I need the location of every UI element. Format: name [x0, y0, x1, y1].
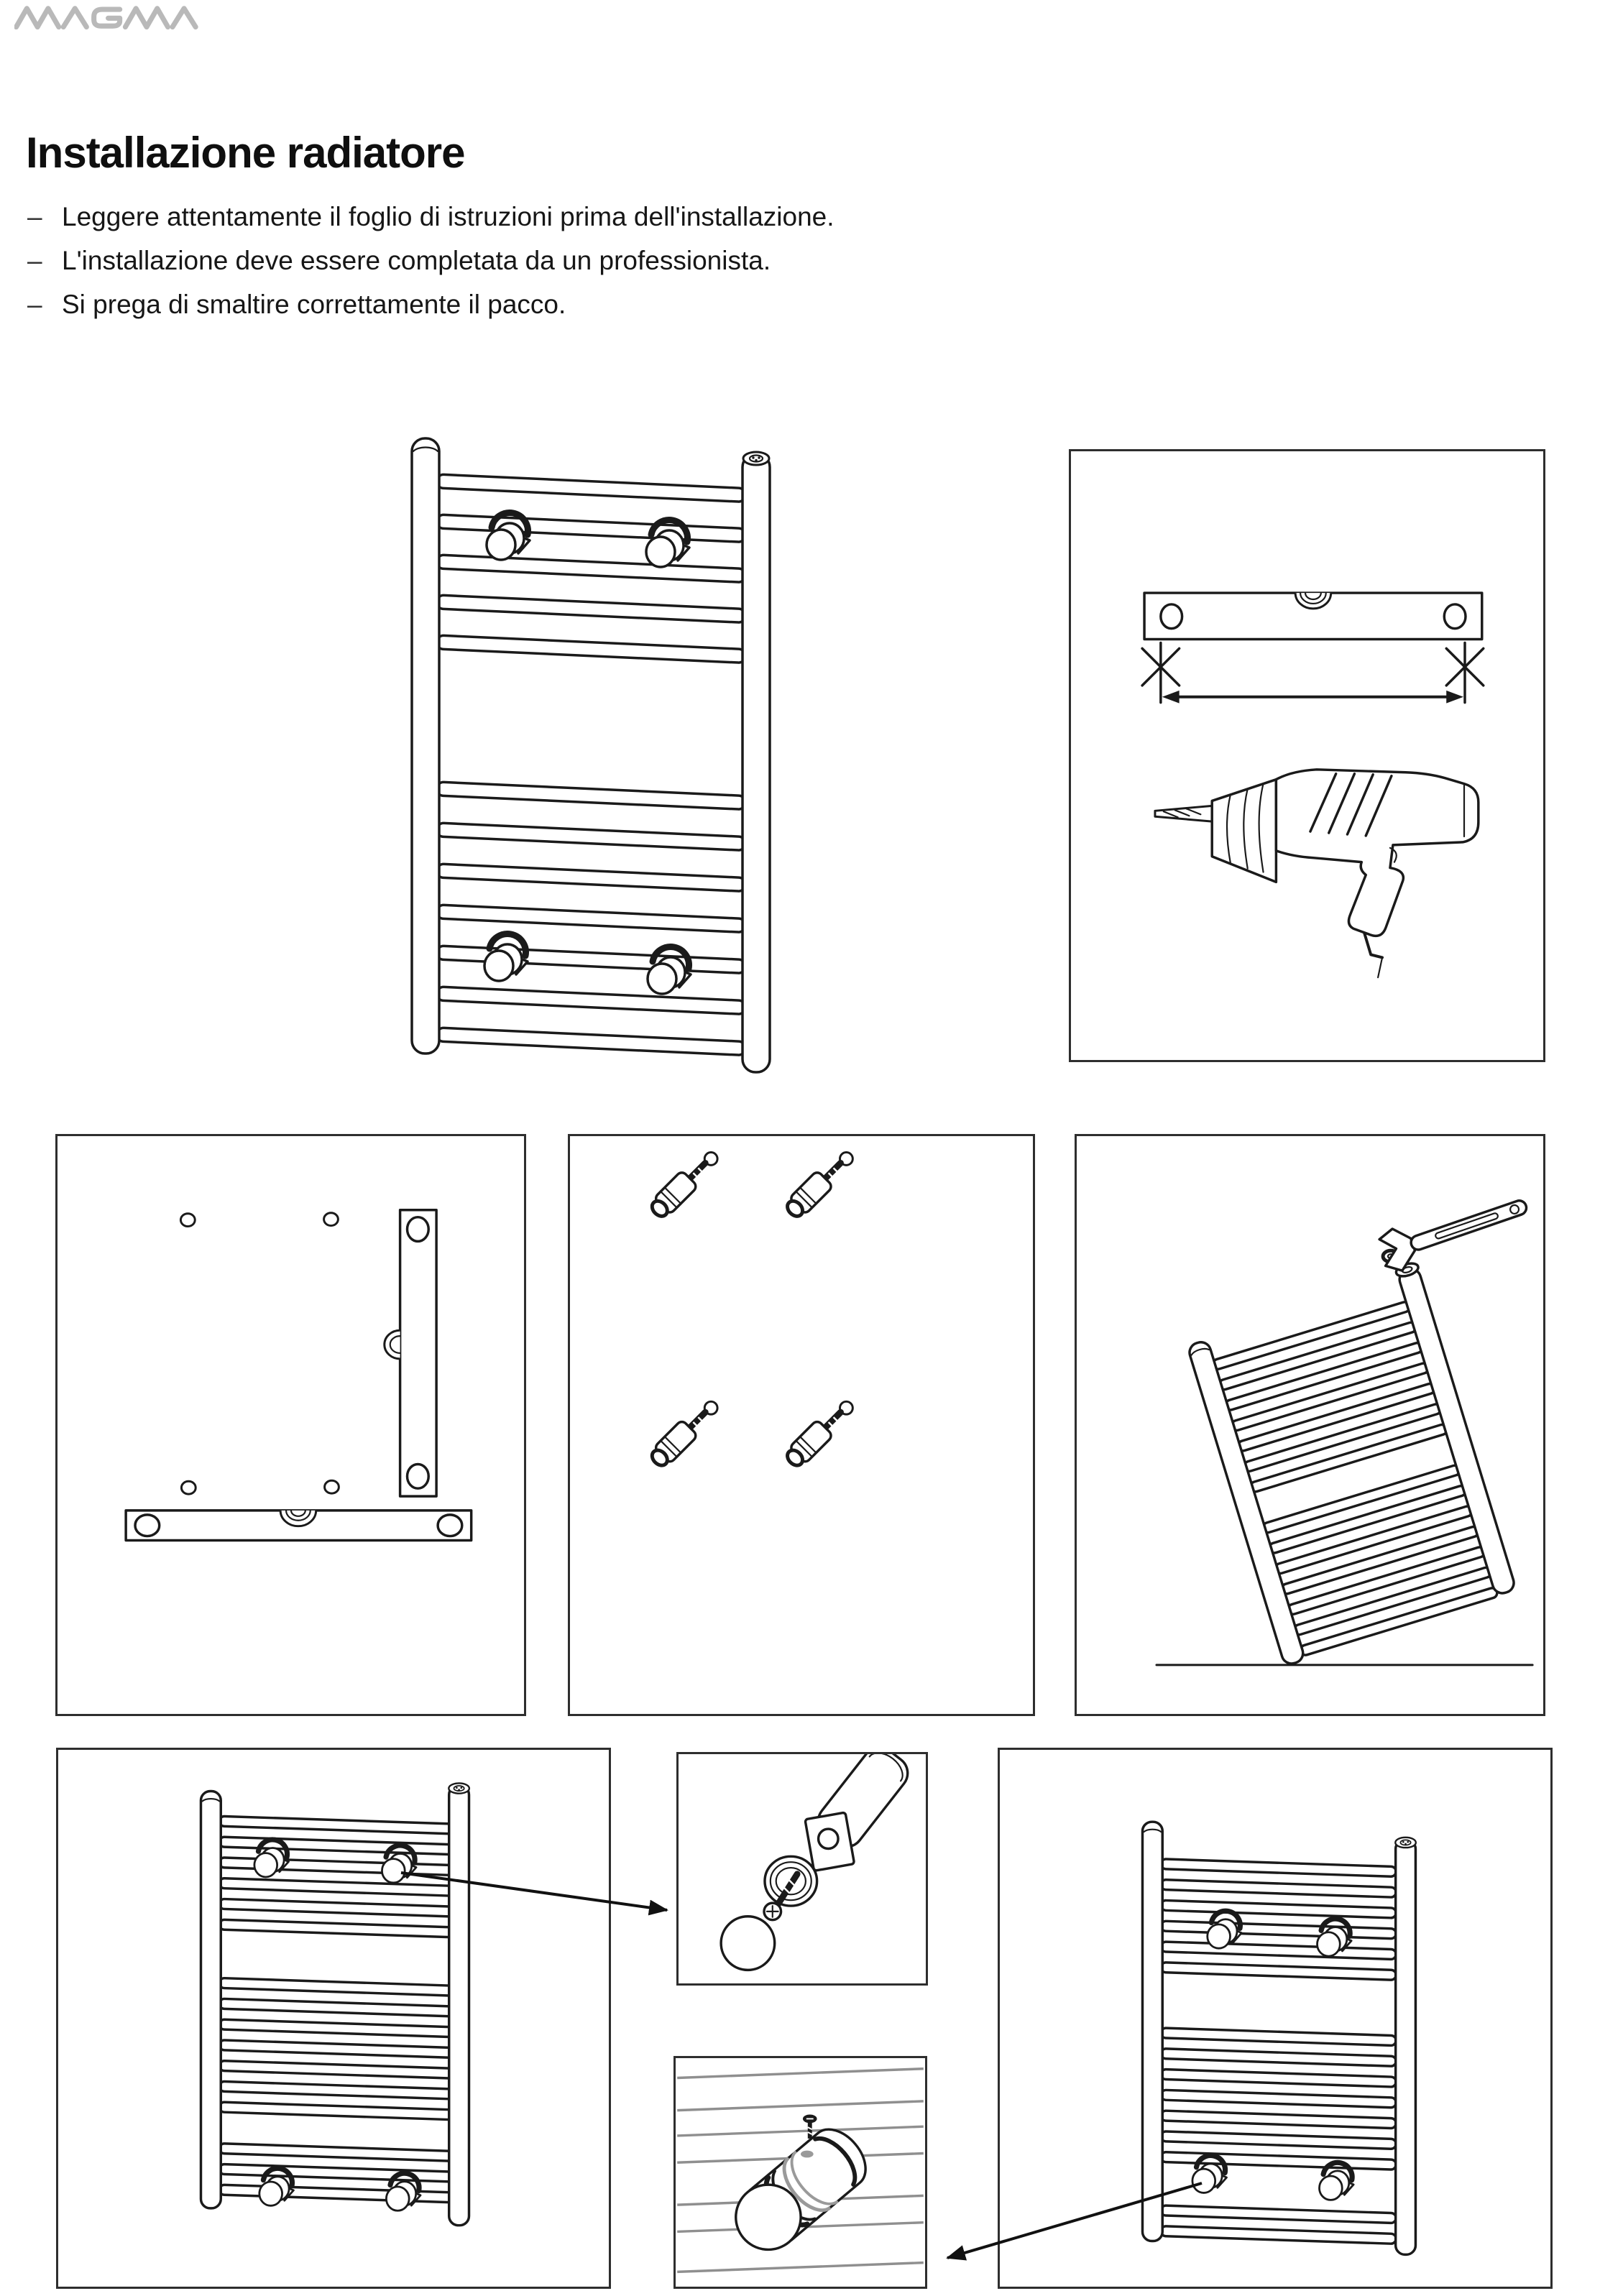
figure-holes-check [55, 1134, 526, 1716]
fixing-screw [802, 2114, 817, 2139]
figure-bracket-exploded [676, 1752, 928, 1986]
vertical-spirit-level [383, 1209, 438, 1498]
wall-plug-screw [783, 1401, 853, 1470]
spirit-level [1143, 591, 1484, 641]
wall-plug-screw [647, 1153, 717, 1222]
drill-holes [179, 1212, 340, 1495]
bullet-dash: – [27, 202, 42, 231]
drill-icon [1154, 768, 1480, 979]
right-tube [447, 1784, 471, 2227]
left-tube [199, 1789, 222, 2210]
magma-logo [14, 6, 198, 30]
tilted-radiator [1188, 1268, 1515, 1665]
figure-wall-plugs [568, 1134, 1035, 1716]
screw-hole-mark [800, 2150, 814, 2158]
intro-text: Leggere attentamente il foglio di istruz… [62, 202, 835, 231]
intro-item: – Si prega di smaltire correttamente il … [27, 290, 835, 319]
right-tube [1394, 1838, 1417, 2256]
air-vent-cap [742, 451, 771, 466]
wall-plug-screw [647, 1401, 717, 1470]
intro-text: Si prega di smaltire correttamente il pa… [62, 290, 566, 319]
intro-text: L'installazione deve essere completata d… [62, 246, 771, 275]
horizontal-spirit-level [124, 1509, 473, 1542]
bullet-dash: – [27, 290, 42, 319]
wall-plug-screw [783, 1153, 853, 1222]
intro-item: – Leggere attentamente il foglio di istr… [27, 203, 835, 231]
left-tube [1141, 1820, 1164, 2243]
intro-item: – L'installazione deve essere completata… [27, 246, 835, 275]
figure-radiator-overview [405, 430, 793, 1076]
mounting-bracket [484, 934, 528, 981]
air-vent-cap [1394, 1836, 1417, 1849]
figure-air-vent-wrench [1075, 1134, 1545, 1716]
plate-hole [817, 1827, 840, 1850]
figure-hang-upper [56, 1748, 611, 2289]
tube-with-bracket [735, 2128, 867, 2251]
bullet-dash: – [27, 246, 42, 275]
air-vent-cap [448, 1782, 471, 1794]
figure-marking-and-drill [1069, 449, 1545, 1062]
left-tube [410, 437, 441, 1055]
wrench-icon [1378, 1199, 1528, 1272]
figure-bracket-mounted [673, 2056, 927, 2289]
cross-marks [1141, 641, 1485, 704]
intro-list: – Leggere attentamente il foglio di istr… [27, 203, 835, 334]
mounting-bracket [1208, 1911, 1242, 1948]
radiator-illustration [410, 437, 771, 1074]
distance-arrow [1162, 690, 1464, 704]
mounting-bracket [648, 947, 691, 994]
right-tube [741, 453, 771, 1074]
figure-hang-lower [998, 1748, 1553, 2289]
bracket-flange-screw [763, 1855, 819, 1922]
cover-cap [719, 1915, 776, 1972]
page-title: Installazione radiatore [26, 129, 466, 177]
